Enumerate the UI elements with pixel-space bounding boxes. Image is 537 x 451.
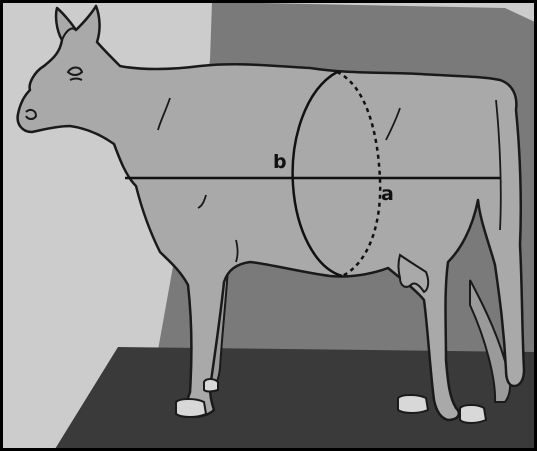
front-hoof (176, 399, 206, 417)
floor (55, 347, 535, 449)
label-b: b (273, 151, 287, 173)
hind-hoof-near (398, 395, 428, 413)
label-a: a (381, 183, 394, 205)
hind-hoof-far (460, 405, 486, 423)
far-front-hoof (204, 379, 218, 392)
